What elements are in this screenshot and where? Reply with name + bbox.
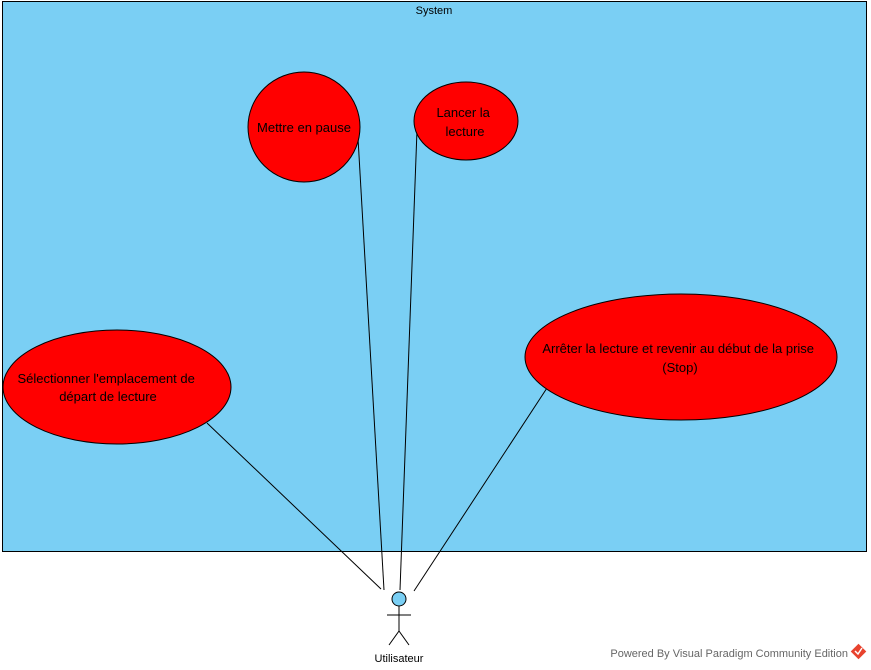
system-boundary xyxy=(2,1,867,552)
actor-utilisateur[interactable]: Utilisateur xyxy=(375,591,424,665)
use-case-selection-label-line1: Sélectionner l'emplacement de xyxy=(18,371,195,386)
actor-left-leg xyxy=(388,630,400,646)
use-case-lancer[interactable]: Lancer la lecture xyxy=(413,81,519,161)
association-stop xyxy=(413,387,548,592)
system-title: System xyxy=(416,5,453,17)
use-case-stop[interactable]: Arrêter la lecture et revenir au début d… xyxy=(524,293,838,421)
visual-paradigm-logo-icon xyxy=(850,643,867,660)
use-case-stop-label-line1: Arrêter la lecture et revenir au début d… xyxy=(542,341,814,356)
use-case-pause-label: Mettre en pause xyxy=(257,120,351,135)
association-pause xyxy=(357,137,385,591)
svg-text:Lancer la lecture: Lancer la lecture xyxy=(436,105,493,139)
svg-text:Sélectionner l'emplacement de: Sélectionner l'emplacement de départ de … xyxy=(18,371,199,404)
use-case-pause[interactable]: Mettre en pause xyxy=(247,71,361,183)
actor-right-leg xyxy=(398,630,410,646)
use-case-selection-label-line2: départ de lecture xyxy=(59,389,157,404)
use-case-stop-label-line2: (Stop) xyxy=(662,360,697,375)
use-case-lancer-label-line2: lecture xyxy=(445,124,484,139)
association-selection xyxy=(206,422,382,590)
use-case-lancer-label-line1: Lancer la xyxy=(436,105,490,120)
association-lancer xyxy=(399,129,418,591)
actor-head-icon xyxy=(391,591,407,607)
use-case-selection[interactable]: Sélectionner l'emplacement de départ de … xyxy=(2,329,232,445)
footer-powered-by: Powered By Visual Paradigm Community Edi… xyxy=(610,648,848,660)
svg-text:Arrêter la lecture et revenir: Arrêter la lecture et revenir au début d… xyxy=(542,341,817,375)
actor-label: Utilisateur xyxy=(375,653,424,665)
svg-text:Mettre en pause: Mettre en pause xyxy=(257,120,351,135)
